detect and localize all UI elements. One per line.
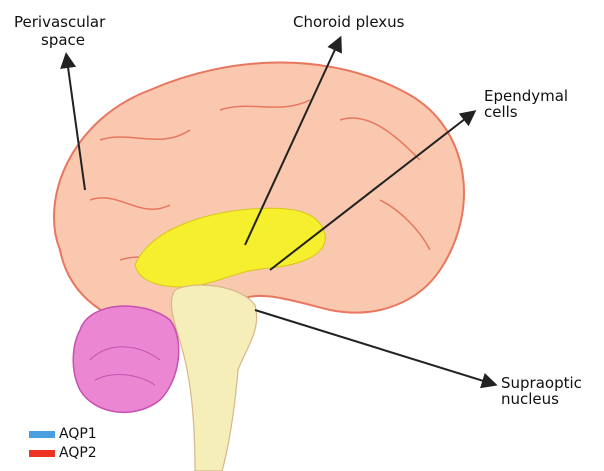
label-ependymal-line1: Ependymal: [484, 88, 568, 104]
cerebral-cortex: [54, 63, 464, 333]
legend-aqp1: AQP1: [29, 426, 97, 442]
label-choroid-plexus: Choroid plexus: [293, 14, 404, 30]
label-supraoptic-line1: Supraoptic: [501, 375, 582, 391]
label-perivascular-line2: space: [41, 32, 85, 48]
cerebellum: [73, 306, 178, 412]
legend-aqp2: AQP2: [29, 445, 97, 461]
label-perivascular-line1: Perivascular: [14, 14, 105, 30]
legend-aqp2-swatch: [29, 450, 55, 457]
arrow-supraoptic: [255, 310, 490, 383]
brainstem: [171, 285, 256, 471]
label-supraoptic-line2: nucleus: [501, 391, 559, 407]
label-ependymal-line2: cells: [484, 104, 518, 120]
legend-aqp2-label: AQP2: [59, 445, 97, 461]
legend-aqp1-label: AQP1: [59, 426, 97, 442]
legend-aqp1-swatch: [29, 431, 55, 438]
